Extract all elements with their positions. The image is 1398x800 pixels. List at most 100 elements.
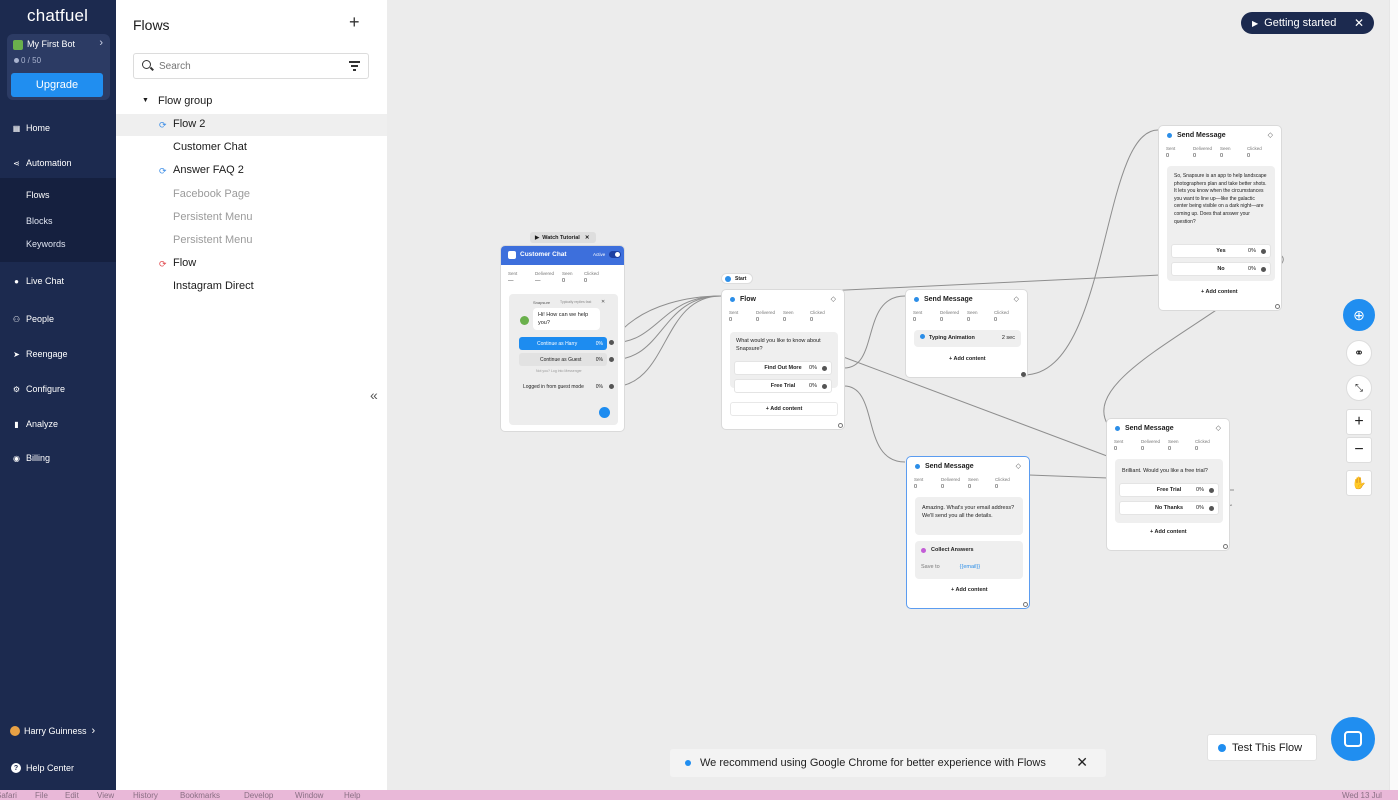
upgrade-button[interactable]: Upgrade (11, 73, 103, 97)
menubar-item[interactable]: Develop (244, 791, 274, 800)
flow-item[interactable]: Persistent Menu (173, 211, 253, 223)
menubar-item[interactable]: Window (295, 791, 324, 800)
output-port[interactable] (822, 384, 827, 389)
output-port[interactable] (1261, 267, 1266, 272)
output-port[interactable] (609, 384, 614, 389)
message-bubble[interactable]: Amazing. What's your email address? We'l… (915, 497, 1023, 535)
menubar-item[interactable]: Help (344, 791, 361, 800)
customer-chat-card[interactable]: Customer Chat Active Sent—Delivered—Seen… (500, 245, 625, 432)
zoom-out-button[interactable]: − (1346, 437, 1372, 463)
output-port[interactable] (609, 340, 614, 345)
output-port[interactable] (1209, 506, 1214, 511)
nav-item-live-chat[interactable]: ●Live Chat (0, 270, 116, 292)
filter-icon[interactable] (349, 61, 360, 71)
tag-icon[interactable]: ◇ (1013, 296, 1019, 303)
message-bubble[interactable]: What would you like to know about Snapsu… (730, 332, 838, 388)
canvas-scrollbar[interactable] (1389, 0, 1398, 790)
watch-tutorial-button[interactable]: ▶Watch Tutorial✕ (530, 232, 596, 243)
collapse-panel-icon[interactable]: « (370, 387, 378, 403)
add-content-button[interactable]: + Add content (730, 402, 838, 416)
flow-item[interactable]: Flow (173, 257, 197, 269)
close-icon[interactable]: ✕ (1353, 16, 1364, 30)
nav-item-reengage[interactable]: ➤Reengage (0, 343, 116, 365)
add-content-button[interactable]: + Add content (951, 587, 988, 593)
chatfuel-logo[interactable]: chatfuel (27, 6, 89, 25)
output-port[interactable] (1209, 488, 1214, 493)
nav-item-home[interactable]: ▦Home (0, 117, 116, 139)
tag-icon[interactable]: ◇ (1267, 132, 1273, 139)
add-block-button[interactable]: ⊕ (1343, 299, 1375, 331)
nav-item-configure[interactable]: ⚙Configure (0, 378, 116, 400)
output-port[interactable] (1021, 372, 1026, 377)
menubar-item[interactable]: Bookmarks (180, 791, 221, 800)
chevron-right-icon[interactable]: › (99, 37, 103, 49)
tag-icon[interactable]: ◇ (830, 296, 836, 303)
pan-mode-button[interactable]: ✋ (1346, 470, 1372, 496)
nav-item-automation[interactable]: ⋖Automation (0, 152, 116, 174)
close-icon[interactable]: ✕ (584, 234, 590, 241)
bot-selector[interactable]: My First Bot › 0 / 50 Upgrade (7, 34, 110, 100)
sub-item-flows[interactable]: Flows (26, 190, 50, 200)
output-port[interactable] (1223, 544, 1228, 549)
menubar-item[interactable]: View (97, 791, 115, 800)
connections-button[interactable]: ⚭ (1346, 340, 1372, 366)
active-toggle[interactable] (609, 251, 621, 258)
menubar-item[interactable]: Edit (65, 791, 79, 800)
message-bubble[interactable]: So, Snapsure is an app to help landscape… (1167, 166, 1275, 281)
tag-icon[interactable]: ◇ (1215, 425, 1221, 432)
caret-down-icon[interactable]: ▼ (142, 97, 149, 104)
output-port[interactable] (1275, 304, 1280, 309)
sub-item-blocks[interactable]: Blocks (26, 216, 53, 226)
output-port[interactable] (609, 357, 614, 362)
menubar-item[interactable]: File (35, 791, 48, 800)
add-content-button[interactable]: + Add content (1150, 529, 1187, 535)
flow-group[interactable]: Flow group (158, 95, 213, 107)
output-port[interactable] (1023, 602, 1028, 607)
support-chat-button[interactable] (1331, 717, 1375, 761)
test-this-flow-button[interactable]: Test This Flow (1207, 734, 1317, 761)
flow-item[interactable]: Answer FAQ 2 (173, 164, 244, 176)
menubar-item[interactable]: Safari (0, 791, 17, 800)
user-menu[interactable]: Harry Guinness › (10, 725, 95, 737)
flow-item[interactable]: Flow 2 (173, 118, 206, 130)
flow-item[interactable]: Facebook Page (173, 188, 251, 200)
output-port[interactable] (1261, 249, 1266, 254)
flow-item[interactable]: Persistent Menu (173, 234, 253, 246)
getting-started-button[interactable]: ▶ Getting started ✕ (1241, 12, 1374, 34)
output-port[interactable] (838, 423, 843, 428)
menubar-item[interactable]: History (133, 791, 158, 800)
fit-view-button[interactable]: ⤡ (1346, 375, 1372, 401)
add-flow-button[interactable]: + (349, 12, 360, 32)
bot-name[interactable]: My First Bot (27, 39, 76, 49)
sub-item-keywords[interactable]: Keywords (26, 239, 66, 249)
close-icon[interactable]: ✕ (1076, 754, 1088, 770)
add-content-button[interactable]: + Add content (1201, 289, 1238, 295)
nav-item-billing[interactable]: ◉Billing (0, 447, 116, 469)
email-variable[interactable]: {{email}} (959, 564, 981, 570)
nav-item-analyze[interactable]: ▮Analyze (0, 413, 116, 435)
output-port[interactable] (822, 366, 827, 371)
help-center-link[interactable]: ? Help Center (11, 763, 74, 773)
flow-item[interactable]: Customer Chat (173, 141, 247, 153)
search-input[interactable] (159, 58, 329, 74)
zoom-in-button[interactable]: + (1346, 409, 1372, 435)
add-content-button[interactable]: + Add content (949, 356, 986, 362)
collect-answers-block[interactable]: Collect Answers Save to{{email}} (915, 541, 1023, 579)
nav-item-people[interactable]: ⚇People (0, 308, 116, 330)
tag-icon[interactable]: ◇ (1015, 463, 1021, 470)
